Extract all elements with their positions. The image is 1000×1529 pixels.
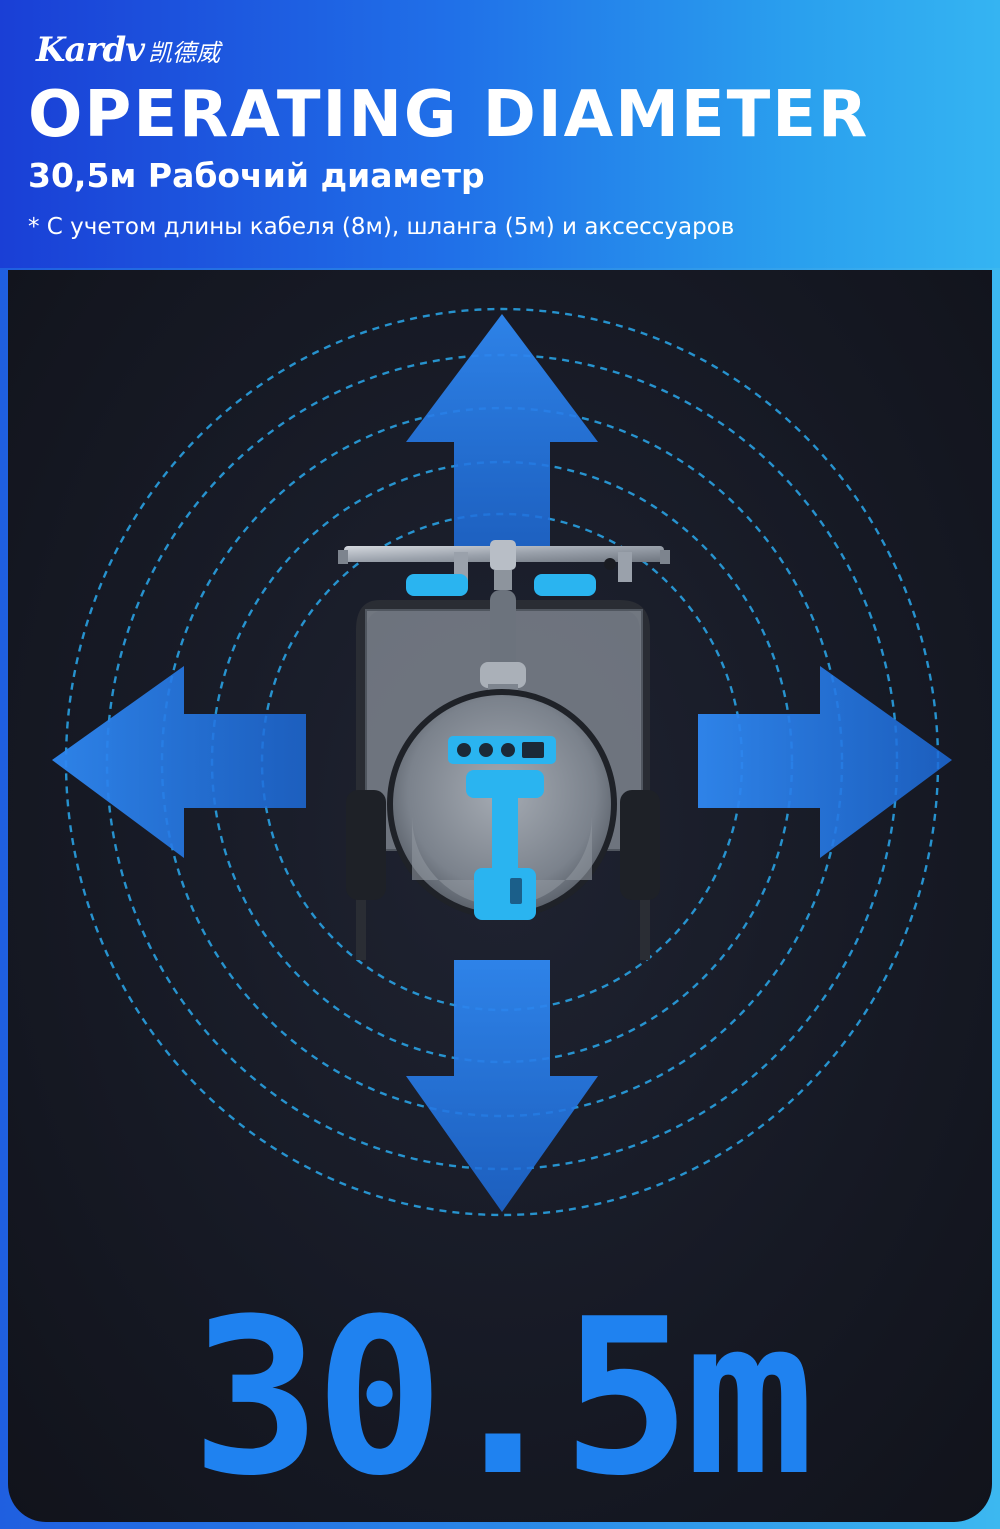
measurement-value: 30.5m [191, 1272, 814, 1522]
brand-logo-latin: Kardv [36, 30, 145, 70]
range-illustration [52, 307, 952, 1217]
brand-logo-chinese: 凯德威 [148, 39, 221, 67]
arrow-left-icon [52, 666, 306, 858]
header-band: Kardv 凯德威 OPERATING DIAMETER 30,5м Рабоч… [0, 0, 1000, 268]
arrow-down-icon [406, 960, 598, 1212]
arrow-up-icon [406, 314, 598, 562]
machine-illustration [338, 540, 670, 960]
subtitle: 30,5м Рабочий диаметр [28, 156, 485, 195]
illustration-panel: 30.5m [8, 270, 992, 1522]
brand-logo: Kardv 凯德威 [36, 30, 220, 70]
footnote: * С учетом длины кабеля (8м), шланга (5м… [28, 214, 735, 240]
page-title: OPERATING DIAMETER [28, 78, 870, 152]
arrow-right-icon [698, 666, 952, 858]
